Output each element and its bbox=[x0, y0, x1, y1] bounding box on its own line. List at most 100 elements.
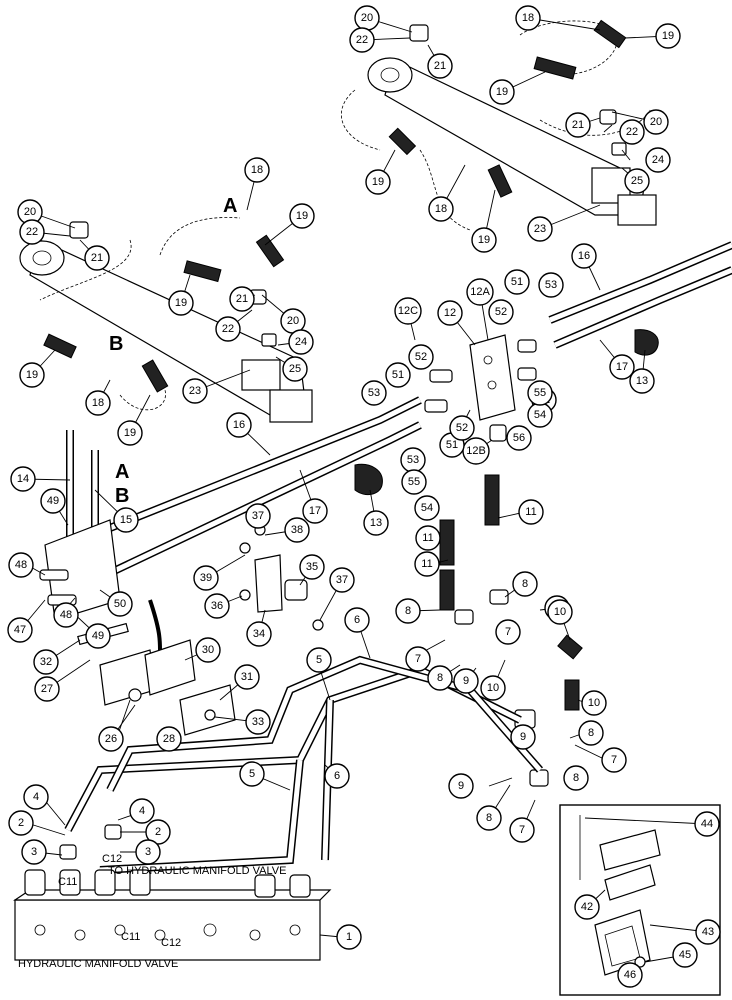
callout-16-right[interactable]: 16 bbox=[571, 243, 597, 269]
callout-1[interactable]: 1 bbox=[336, 924, 362, 950]
callout-19-d[interactable]: 19 bbox=[471, 227, 497, 253]
callout-7-d[interactable]: 7 bbox=[509, 817, 535, 843]
callout-19-g[interactable]: 19 bbox=[19, 362, 45, 388]
callout-8-d[interactable]: 8 bbox=[578, 720, 604, 746]
callout-53-c[interactable]: 53 bbox=[400, 447, 426, 473]
callout-54-b[interactable]: 54 bbox=[414, 495, 440, 521]
callout-17-left[interactable]: 17 bbox=[302, 498, 328, 524]
callout-18-left[interactable]: 18 bbox=[85, 390, 111, 416]
callout-21-c[interactable]: 21 bbox=[84, 245, 110, 271]
callout-9-d[interactable]: 9 bbox=[448, 773, 474, 799]
callout-54-a[interactable]: 54 bbox=[527, 402, 553, 428]
callout-12[interactable]: 12 bbox=[437, 300, 463, 326]
callout-53-b[interactable]: 53 bbox=[361, 380, 387, 406]
callout-53-a[interactable]: 53 bbox=[538, 272, 564, 298]
callout-20-a[interactable]: 20 bbox=[354, 5, 380, 31]
callout-19-a[interactable]: 19 bbox=[655, 23, 681, 49]
callout-39[interactable]: 39 bbox=[193, 565, 219, 591]
callout-8-a[interactable]: 8 bbox=[395, 598, 421, 624]
callout-12C[interactable]: 12C bbox=[394, 297, 422, 325]
callout-18-right-low[interactable]: 18 bbox=[428, 196, 454, 222]
callout-21-a[interactable]: 21 bbox=[427, 53, 453, 79]
callout-12A[interactable]: 12A bbox=[466, 278, 494, 306]
callout-49-top[interactable]: 49 bbox=[40, 488, 66, 514]
callout-10-a[interactable]: 10 bbox=[547, 599, 573, 625]
callout-17-right[interactable]: 17 bbox=[609, 354, 635, 380]
callout-4-left[interactable]: 4 bbox=[23, 784, 49, 810]
callout-52-a[interactable]: 52 bbox=[488, 299, 514, 325]
callout-42[interactable]: 42 bbox=[574, 894, 600, 920]
callout-38[interactable]: 38 bbox=[284, 517, 310, 543]
callout-30[interactable]: 30 bbox=[195, 637, 221, 663]
callout-22-a[interactable]: 22 bbox=[349, 27, 375, 53]
callout-11-b[interactable]: 11 bbox=[415, 525, 441, 551]
callout-24-right[interactable]: 24 bbox=[645, 147, 671, 173]
callout-11-c[interactable]: 11 bbox=[414, 551, 440, 577]
callout-48-bottom[interactable]: 48 bbox=[53, 602, 79, 628]
callout-20-b[interactable]: 20 bbox=[643, 109, 669, 135]
callout-35[interactable]: 35 bbox=[299, 554, 325, 580]
callout-24-left[interactable]: 24 bbox=[288, 329, 314, 355]
callout-52-c[interactable]: 52 bbox=[449, 415, 475, 441]
callout-49-bottom[interactable]: 49 bbox=[85, 623, 111, 649]
callout-22-c[interactable]: 22 bbox=[19, 219, 45, 245]
callout-34[interactable]: 34 bbox=[246, 621, 272, 647]
callout-19-f[interactable]: 19 bbox=[168, 290, 194, 316]
callout-56[interactable]: 56 bbox=[506, 425, 532, 451]
callout-8-e[interactable]: 8 bbox=[563, 765, 589, 791]
callout-9-c[interactable]: 9 bbox=[510, 724, 536, 750]
callout-18-mid[interactable]: 18 bbox=[244, 157, 270, 183]
callout-6-bottom[interactable]: 6 bbox=[324, 763, 350, 789]
callout-52-b[interactable]: 52 bbox=[408, 344, 434, 370]
callout-51-a[interactable]: 51 bbox=[504, 269, 530, 295]
callout-37-top[interactable]: 37 bbox=[245, 503, 271, 529]
callout-19-h[interactable]: 19 bbox=[117, 420, 143, 446]
callout-51-b[interactable]: 51 bbox=[385, 362, 411, 388]
callout-8-c[interactable]: 8 bbox=[512, 571, 538, 597]
callout-8-f[interactable]: 8 bbox=[476, 805, 502, 831]
callout-21-b[interactable]: 21 bbox=[565, 112, 591, 138]
callout-23-right[interactable]: 23 bbox=[527, 216, 553, 242]
callout-26[interactable]: 26 bbox=[98, 726, 124, 752]
callout-16-left[interactable]: 16 bbox=[226, 412, 252, 438]
callout-15[interactable]: 15 bbox=[113, 507, 139, 533]
callout-45[interactable]: 45 bbox=[672, 942, 698, 968]
callout-46[interactable]: 46 bbox=[617, 962, 643, 988]
callout-43[interactable]: 43 bbox=[695, 919, 721, 945]
callout-9-a[interactable]: 9 bbox=[453, 668, 479, 694]
callout-2-left[interactable]: 2 bbox=[8, 810, 34, 836]
callout-44[interactable]: 44 bbox=[694, 811, 720, 837]
callout-3-left[interactable]: 3 bbox=[21, 839, 47, 865]
callout-47[interactable]: 47 bbox=[7, 617, 33, 643]
callout-10-c[interactable]: 10 bbox=[581, 690, 607, 716]
callout-13-left[interactable]: 13 bbox=[363, 510, 389, 536]
callout-22-b[interactable]: 22 bbox=[619, 119, 645, 145]
callout-19-b[interactable]: 19 bbox=[489, 79, 515, 105]
callout-4-right[interactable]: 4 bbox=[129, 798, 155, 824]
callout-2-right[interactable]: 2 bbox=[145, 819, 171, 845]
callout-25-right[interactable]: 25 bbox=[624, 168, 650, 194]
callout-55-a[interactable]: 55 bbox=[527, 380, 553, 406]
callout-22-d[interactable]: 22 bbox=[215, 316, 241, 342]
callout-7-a[interactable]: 7 bbox=[405, 646, 431, 672]
callout-3-right[interactable]: 3 bbox=[135, 839, 161, 865]
callout-10-b[interactable]: 10 bbox=[480, 675, 506, 701]
callout-36[interactable]: 36 bbox=[204, 593, 230, 619]
callout-7-b[interactable]: 7 bbox=[495, 619, 521, 645]
callout-12B[interactable]: 12B bbox=[462, 437, 490, 465]
callout-6-top[interactable]: 6 bbox=[344, 607, 370, 633]
callout-19-e[interactable]: 19 bbox=[289, 203, 315, 229]
callout-27[interactable]: 27 bbox=[34, 676, 60, 702]
callout-32[interactable]: 32 bbox=[33, 649, 59, 675]
callout-23-left[interactable]: 23 bbox=[182, 378, 208, 404]
callout-5-bottom[interactable]: 5 bbox=[239, 761, 265, 787]
callout-19-c[interactable]: 19 bbox=[365, 169, 391, 195]
callout-5-top[interactable]: 5 bbox=[306, 647, 332, 673]
callout-7-c[interactable]: 7 bbox=[601, 747, 627, 773]
callout-25-left[interactable]: 25 bbox=[282, 356, 308, 382]
callout-50[interactable]: 50 bbox=[107, 591, 133, 617]
callout-18-top-right[interactable]: 18 bbox=[515, 5, 541, 31]
callout-37-right[interactable]: 37 bbox=[329, 567, 355, 593]
callout-11-a[interactable]: 11 bbox=[518, 499, 544, 525]
callout-31[interactable]: 31 bbox=[234, 664, 260, 690]
